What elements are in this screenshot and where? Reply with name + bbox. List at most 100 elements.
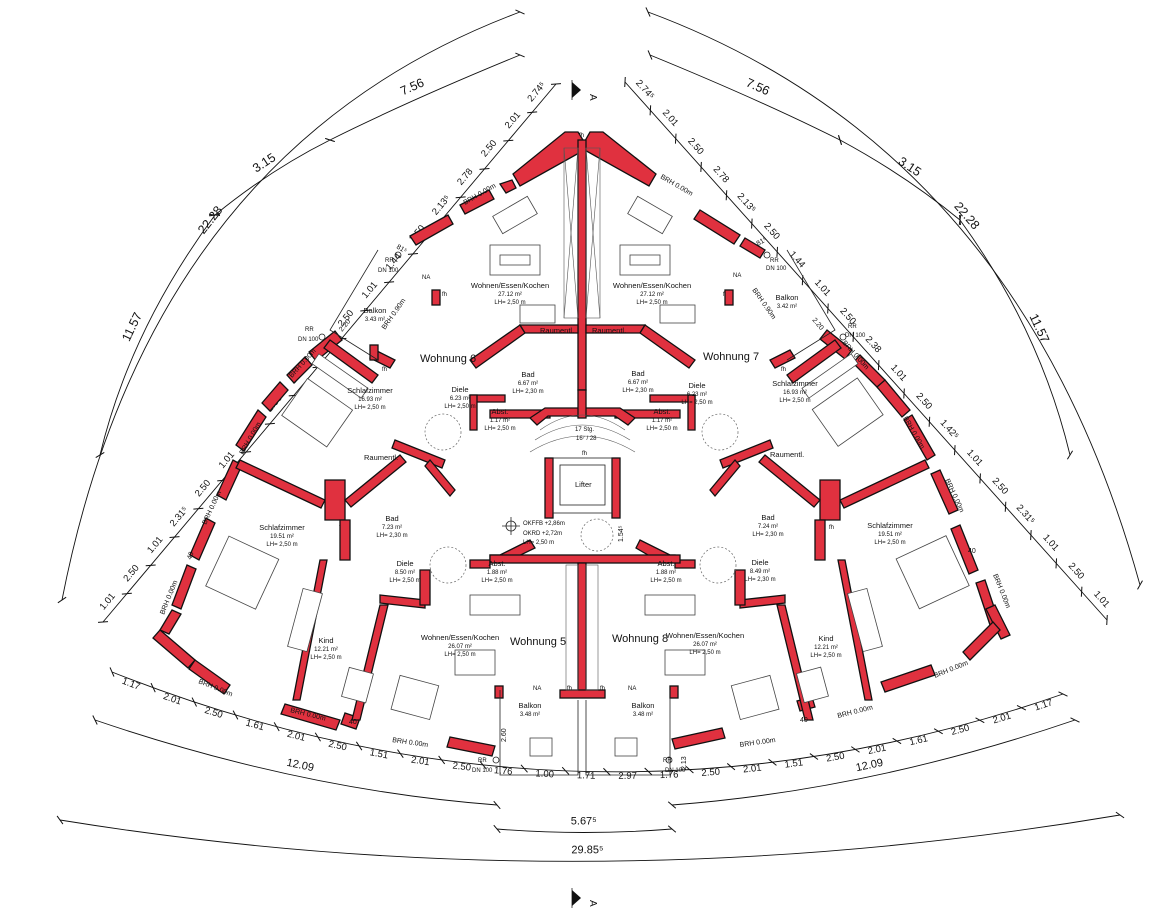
dimension-label: 2.50 (479, 138, 499, 159)
room-label-w6-abst-line2: LH= 2,50 m (484, 426, 515, 432)
dimension-tick (1058, 691, 1068, 697)
room-label-w8-kind-line2: LH= 2,50 m (810, 653, 841, 659)
dimension-label: 5.67⁵ (571, 816, 597, 828)
dimension-tick (97, 621, 109, 623)
room-label-w8-balkon-line1: 3.48 m² (633, 712, 653, 718)
dimension-label: 2.01 (162, 691, 183, 707)
apartment-label-w8: Wohnung 8 (612, 633, 668, 645)
room-label-w8-diele-line2: LH= 2,30 m (744, 577, 775, 583)
dimension-tick (515, 9, 525, 15)
dimension-label: 1.01 (812, 277, 833, 298)
dimension-label: 2.50 (452, 761, 472, 774)
room-label-w5-abst-line2: LH= 2,50 m (481, 578, 512, 584)
dimension-tick (493, 800, 501, 810)
dimension-label: 2.50 (914, 391, 935, 412)
dimension-tick (1016, 705, 1027, 711)
dimension-arc (671, 719, 1076, 806)
dimension-tick (768, 758, 777, 766)
room-label-w7-abst-line1: 1.17 m² (652, 418, 672, 424)
rr-dn-label: DN 100 (472, 768, 493, 774)
dimension-arc (59, 814, 1121, 862)
rr-dn-label: DN 100 (378, 268, 399, 274)
room-label-w8-schlaf-line0: Schlafzimmer (867, 521, 913, 530)
dim-small: 2.20 (810, 317, 824, 332)
dimension-tick (550, 83, 562, 85)
fh-marker: fh (442, 292, 447, 298)
dimension-tick (685, 766, 694, 774)
dimension-tick (1115, 811, 1125, 819)
dimension-tick (209, 214, 221, 216)
dim-small: 81⁵ (395, 244, 408, 255)
na-label-w6: NA (422, 275, 430, 281)
dim-small: 2.60 (501, 728, 508, 742)
dimension-line (624, 81, 1108, 621)
svg-text:A: A (587, 900, 598, 907)
room-label-w8-balkon-line0: Balkon (632, 701, 655, 710)
dimension-tick (503, 139, 514, 142)
interior-walls (235, 139, 930, 721)
dimension-tick (145, 564, 156, 567)
room-label-w8-schlaf-line1: 19.51 m² (878, 532, 902, 538)
room-label-w8-bad-line2: LH= 2,30 m (752, 532, 783, 538)
fh-marker: fh (382, 367, 387, 373)
dim-small: 40 (968, 548, 976, 555)
brh-label: BRH 0.00m (933, 660, 969, 680)
dimension-tick (325, 137, 335, 143)
room-label-w5-balkon-line0: Balkon (519, 701, 542, 710)
room-label-w7-abst-line2: LH= 2,50 m (646, 426, 677, 432)
dimension-tick (1080, 586, 1083, 597)
raumentl-label-w8: Raumentl. (770, 450, 804, 459)
dimension-label: 22.28 (195, 203, 225, 236)
room-label-w8-wohnen-line0: Wohnen/Essen/Kochen (666, 631, 744, 640)
dimension-tick (809, 753, 819, 760)
dimension-label: 2.74⁵ (633, 78, 656, 102)
dimension-tick (852, 331, 855, 342)
room-label-w6-diele-line0: Diele (451, 385, 468, 394)
dimension-label: 1.01 (145, 534, 165, 555)
dimension-tick (515, 52, 525, 58)
dimension-label: 1.01 (964, 447, 985, 468)
dimension-tick (700, 161, 702, 172)
dimension-tick (527, 111, 538, 114)
room-label-w6-schlaf-line1: 16.93 m² (358, 397, 382, 403)
dimension-tick (851, 746, 860, 753)
dim-small: 1.54⁵ (618, 525, 625, 542)
dimension-label: 2.97 (618, 771, 637, 782)
room-label-w5-kind-line0: Kind (318, 636, 333, 645)
dimension-tick (645, 7, 651, 17)
dimension-tick (827, 303, 829, 314)
room-label-w6-bad-line2: LH= 2,30 m (512, 389, 543, 395)
dimension-arc (959, 219, 1071, 456)
raumentl-label-w6: Raumentl. (540, 326, 574, 335)
dimension-label: 1.17 (1033, 697, 1054, 713)
dimension-tick (241, 451, 252, 454)
dimension-tick (1004, 501, 1007, 512)
dimension-tick (355, 741, 363, 751)
dimension-label: 1.51 (369, 747, 389, 761)
dimension-tick (109, 667, 115, 677)
dimension-tick (647, 50, 653, 60)
na-label-w7: NA (733, 273, 741, 279)
room-label-w7-schlaf-line1: 16.93 m² (783, 390, 807, 396)
fh-marker: fh (582, 451, 587, 457)
dimension-tick (520, 764, 528, 773)
brh-label: BRH 0.00m (991, 573, 1011, 609)
dimension-label: 2.01 (286, 729, 307, 744)
dimension-tick (674, 133, 677, 144)
room-label-w5-bad-line0: Bad (385, 514, 398, 523)
room-label-w7-wohnen-line1: 27.12 m² (640, 292, 664, 298)
fh-marker: fh (829, 525, 834, 531)
dimension-tick (57, 596, 67, 604)
dimension-arc (94, 719, 498, 806)
dimension-label: 2.01 (660, 108, 681, 129)
dim-small: 40 (349, 719, 357, 726)
room-label-w7-diele-line2: LH= 2,50 m (681, 400, 712, 406)
dim-small: 2.13 (681, 756, 688, 770)
room-label-w7-balkon-line1: 3.42 m² (777, 304, 797, 310)
dimension-tick (979, 473, 981, 484)
room-label-w5-wohnen-line2: LH= 2,50 m (444, 652, 475, 658)
dimension-tick (603, 767, 611, 776)
dimension-label: 2.01 (867, 743, 887, 757)
dimension-label: 1.42⁵ (938, 418, 961, 442)
room-label-w6-diele-line1: 6.23 m² (450, 396, 470, 402)
